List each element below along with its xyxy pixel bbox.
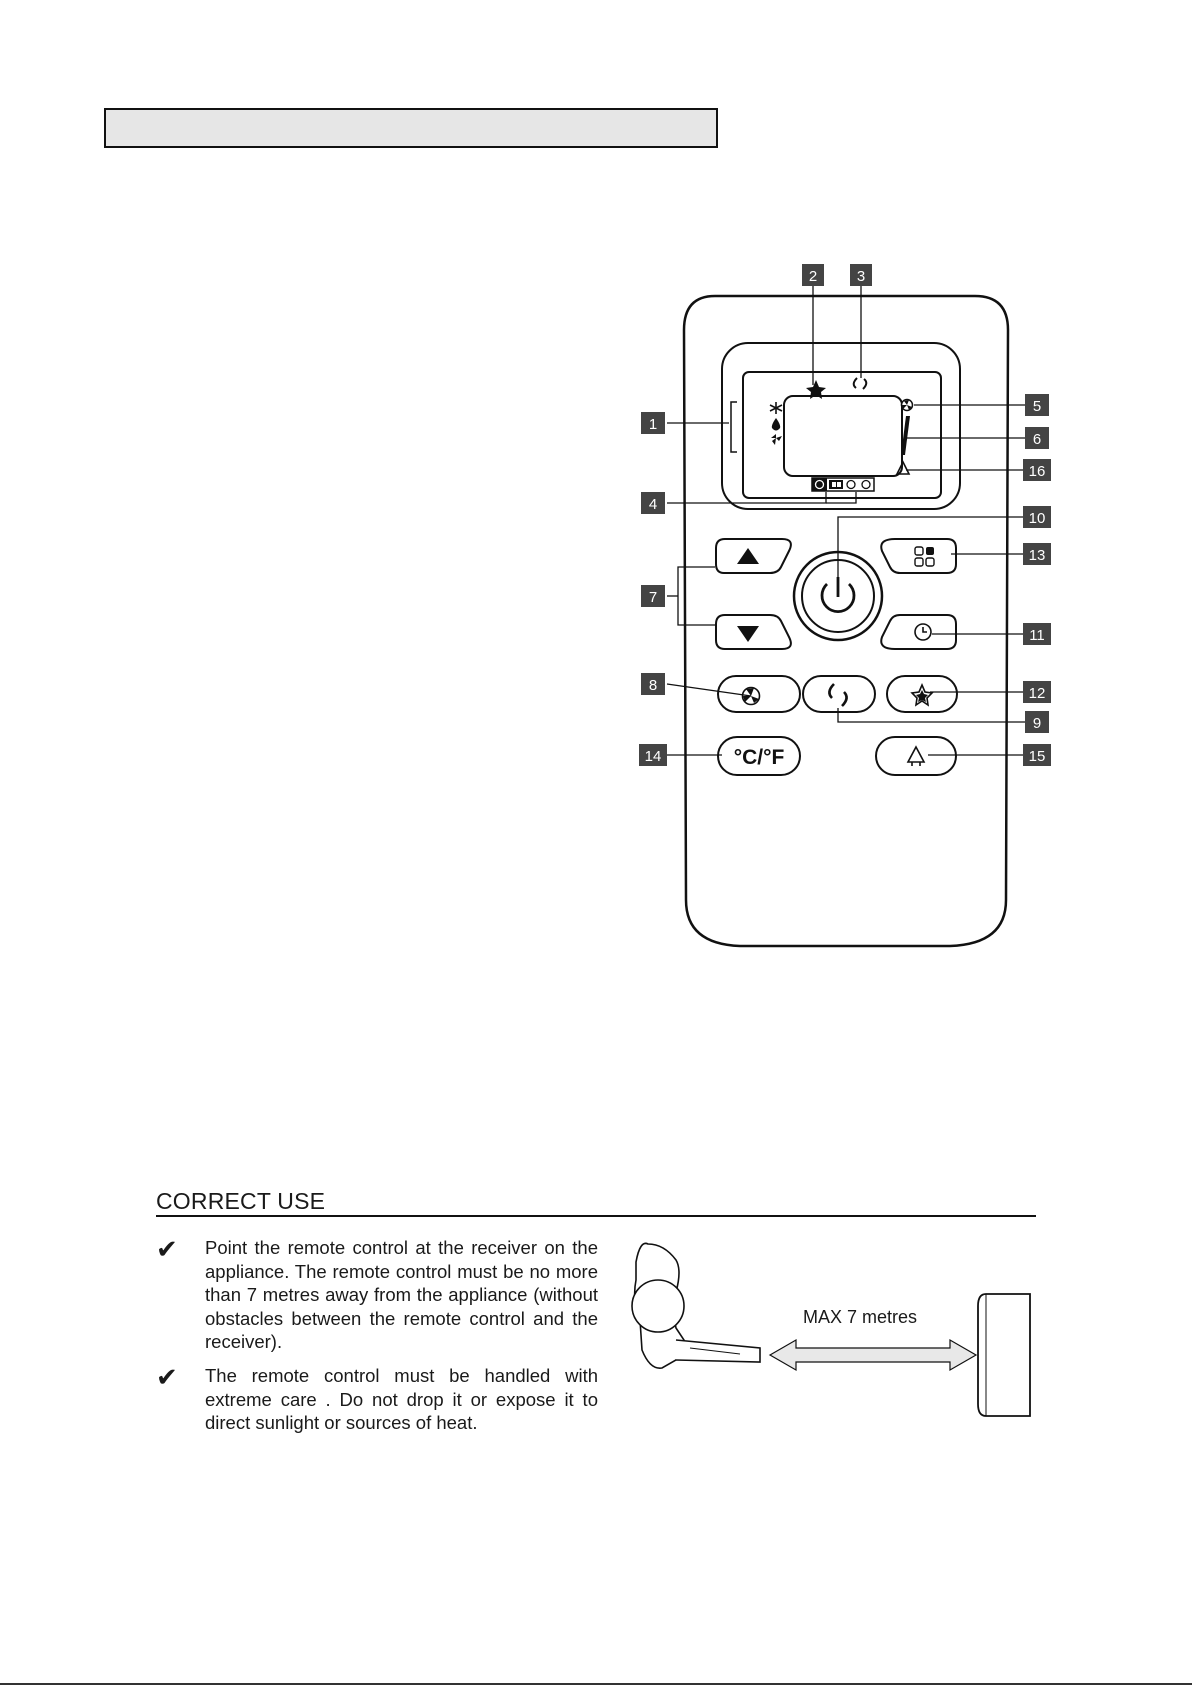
callout-5: 5 <box>1025 394 1049 416</box>
callout-12: 12 <box>1023 681 1051 703</box>
callout-9: 9 <box>1025 711 1049 733</box>
callout-4: 4 <box>641 492 665 514</box>
distance-arrow <box>768 1338 978 1372</box>
unit-toggle-button[interactable] <box>717 736 801 776</box>
callout-8: 8 <box>641 673 665 695</box>
timer-icon <box>914 623 932 641</box>
swing-button[interactable] <box>802 675 876 713</box>
svg-text:13: 13 <box>1029 547 1046 564</box>
unit-toggle-label: °C/°F <box>734 746 785 769</box>
display-screen <box>783 395 903 477</box>
fan-icon <box>771 434 782 445</box>
svg-text:10: 10 <box>1029 510 1046 527</box>
callout-10: 10 <box>1023 506 1051 528</box>
svg-text:2: 2 <box>809 268 817 285</box>
power-icon <box>820 582 856 613</box>
svg-text:15: 15 <box>1029 748 1046 765</box>
callout-7: 7 <box>641 585 665 607</box>
callout-14: 14 <box>639 744 667 766</box>
callout-15: 15 <box>1023 744 1051 766</box>
svg-text:8: 8 <box>649 677 657 694</box>
check-icon: ✔ <box>156 1234 178 1264</box>
down-arrow-icon <box>737 626 759 642</box>
fan-speed-icon <box>900 398 914 412</box>
usage-illustration <box>631 1242 1031 1417</box>
callout-16: 16 <box>1023 459 1051 481</box>
correct-use-heading: CORRECT USE <box>156 1188 326 1214</box>
check-icon: ✔ <box>156 1362 178 1392</box>
timer-icons <box>811 477 875 492</box>
callout-3: 3 <box>850 264 872 286</box>
alarm-button[interactable] <box>875 736 957 776</box>
svg-text:1: 1 <box>649 416 657 433</box>
svg-text:5: 5 <box>1033 398 1041 415</box>
svg-text:4: 4 <box>649 496 657 513</box>
correct-use-item-2: The remote control must be handled with … <box>205 1365 598 1433</box>
distance-label: MAX 7 metres <box>803 1307 918 1327</box>
swing-button-icon <box>828 683 848 707</box>
callout-13: 13 <box>1023 543 1051 565</box>
svg-text:16: 16 <box>1029 463 1046 480</box>
svg-text:7: 7 <box>649 589 657 606</box>
mode-icon <box>914 546 935 567</box>
svg-text:6: 6 <box>1033 431 1041 448</box>
footer-rule <box>0 1683 1192 1685</box>
svg-text:11: 11 <box>1029 627 1045 644</box>
section-divider <box>156 1215 1036 1217</box>
speed-bars-icon <box>901 416 910 455</box>
bell-icon <box>895 460 911 475</box>
svg-text:14: 14 <box>645 748 662 765</box>
up-arrow-icon <box>737 548 759 564</box>
swing-icon <box>852 377 868 390</box>
svg-text:3: 3 <box>857 268 865 285</box>
section-title-box <box>104 108 718 148</box>
callout-6: 6 <box>1025 427 1049 449</box>
svg-text:12: 12 <box>1029 685 1046 702</box>
callout-2: 2 <box>802 264 824 286</box>
mode-button[interactable] <box>880 538 957 574</box>
svg-text:9: 9 <box>1033 715 1041 732</box>
callout-1: 1 <box>641 412 665 434</box>
correct-use-item-1: Point the remote control at the receiver… <box>205 1237 598 1352</box>
alarm-icon <box>906 745 926 766</box>
drop-icon <box>771 418 781 431</box>
callout-11: 11 <box>1023 623 1051 645</box>
remote-control-diagram: °C/°F 2 3 1 4 7 8 14 5 6 16 10 13 11 12 … <box>639 264 1051 948</box>
star-icon <box>806 380 826 399</box>
snowflake-icon <box>769 402 783 414</box>
timer-button[interactable] <box>880 614 957 650</box>
